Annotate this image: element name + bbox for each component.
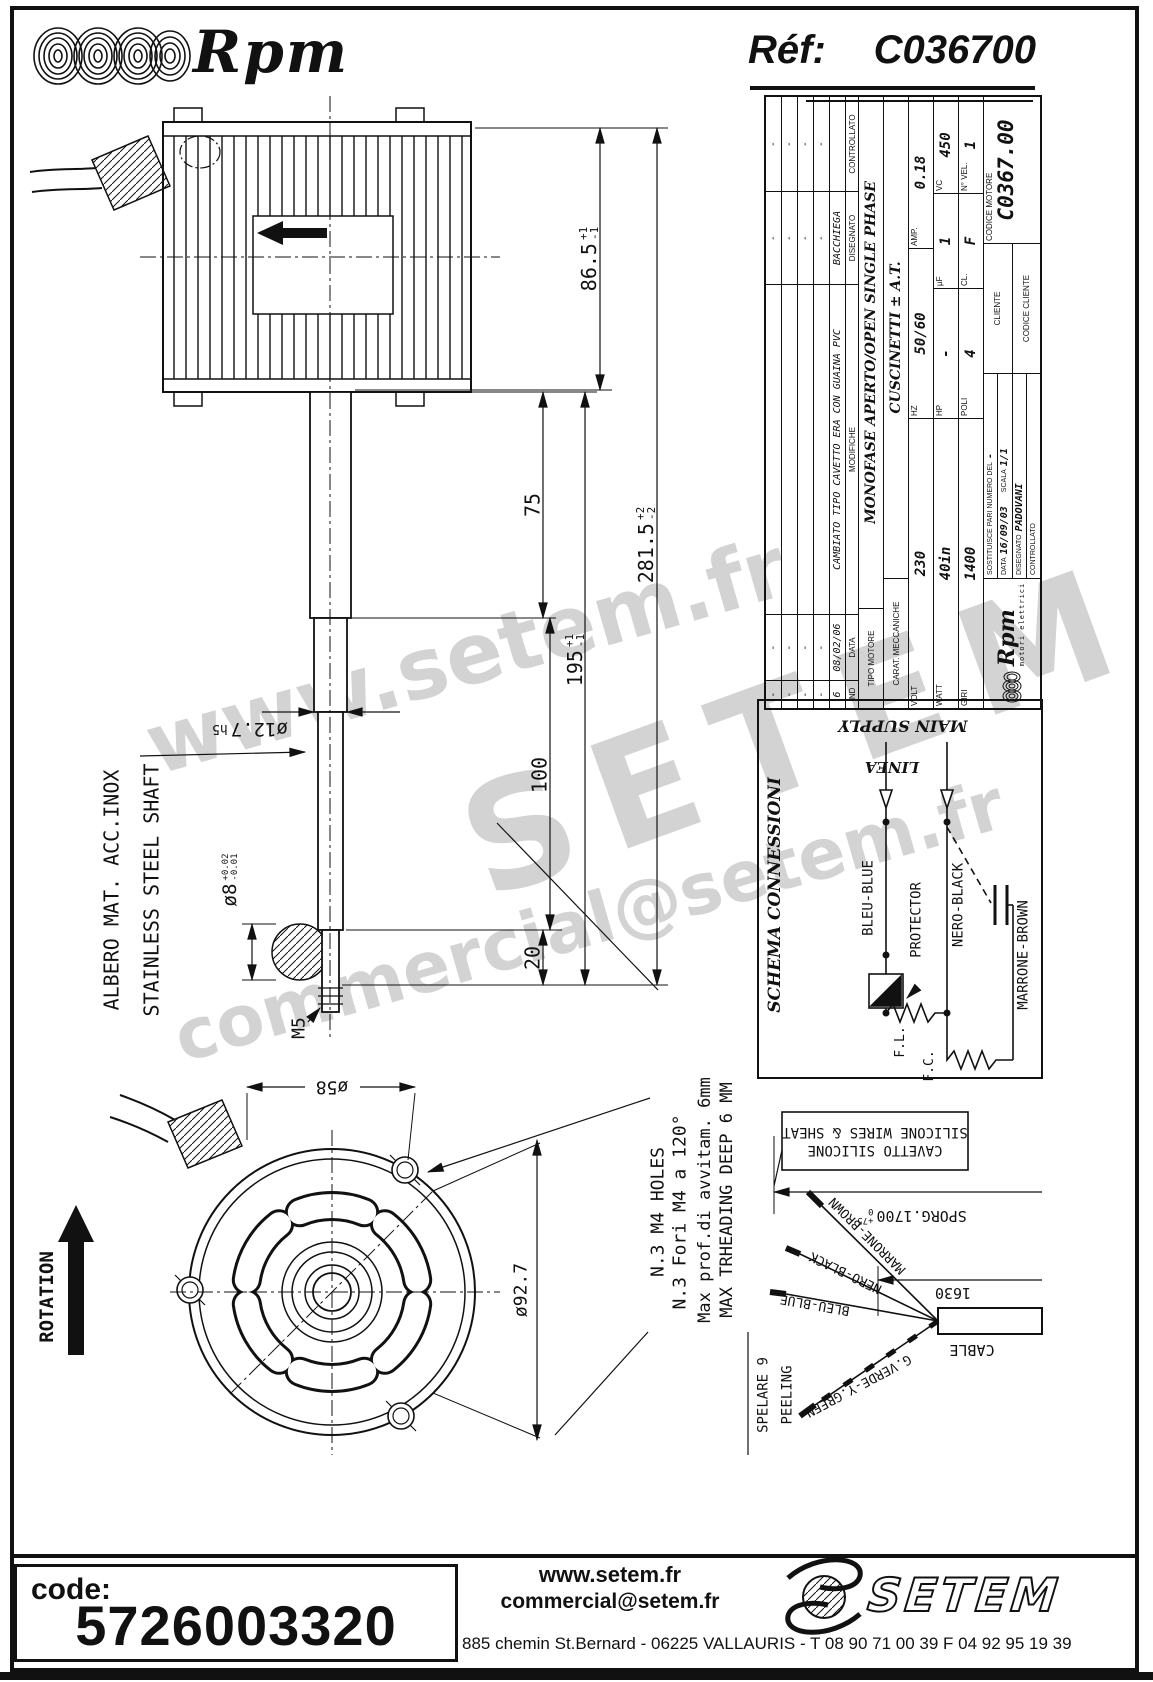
cable-peeling-label: PEELING [779,1365,796,1425]
cable-spelare-label: SPELARE 9 [755,1357,772,1433]
revision-row: - - - - [766,97,782,708]
dim-20: 20 [520,945,545,971]
cable-label: CABLE [949,1340,995,1359]
schema-main-supply: MAIN SUPPLY [838,716,968,736]
dim-58: ø58 [315,1076,349,1098]
title-block-cliente: CLIENTE CODICE CLIENTE [984,243,1040,373]
shaft-material-label-it: ALBERO MAT. ACC.INOX [99,769,124,1011]
revision-header-row: IND DATA MODIFICHE DISEGNATO CONTROLLATO [846,97,859,708]
dim-75: 75 [520,492,545,518]
note-thread-depth-en: MAX TRHEADING DEEP 6 MM [717,1082,738,1318]
dim-86-5: 86.5 +1-1 [576,226,602,292]
dim-195: 195 +1-1 [562,633,588,687]
setem-logo-icon [785,1557,863,1635]
note-thread-depth-it: Max prof.di avvitam. 6mm [695,1077,716,1323]
dim-12-7: ø12.7 h5 [212,717,288,740]
title-block: - - - - - - - - - - - - - - [764,95,1042,710]
schema-fl-label: F.L. [893,1026,909,1058]
schema-title: SCHEMA CONNESSIONI [765,777,786,1013]
rpm-coils-icon [33,27,191,85]
m4-holes [174,1154,421,1432]
ref-label: Réf: [748,28,826,72]
cable-dim-1630: 1630 [934,1283,972,1302]
motor-type-row: TIPO MOTORE MONOFASE APERTO/OPEN SINGLE … [859,97,884,708]
shaft-material-label-en: STAINLESS STEEL SHAFT [139,763,164,1017]
code-label: code: [31,1573,112,1606]
title-block-bottom: Rpm motori elettrici SOSTITUISCE PARI NU… [984,97,1040,708]
schema-fc-label: F.C. [922,1050,938,1082]
revision-row: - - - - [814,97,830,708]
revision-row: - - - - [798,97,814,708]
rpm-brand-text: Rpm [193,18,350,86]
dim-100: 100 [527,756,552,794]
rpm-coils-small-icon [1002,671,1022,703]
schema-linea: LINEA [864,757,920,776]
rotation-label: ROTATION [36,1251,59,1343]
revision-row: 6 08/02/06 CAMBIATO TIPO CAVETTO ERA CON… [830,97,846,708]
footer-address: 885 chemin St.Bernard - 06225 VALLAURIS … [462,1634,1072,1653]
note-m4-holes-it: N.3 Fori M4 a 120° [669,1114,691,1310]
footer-website: www.setem.fr [538,1562,682,1587]
revision-row: - - - - [782,97,798,708]
title-block-codice-motore: CODICE MOTORE C0367.00 [985,119,1018,241]
mech-char-row: CARAT. MECCANICHE CUSCINETTI ± A.T. [884,97,909,708]
dim-m5: M5 [288,1017,310,1039]
schema-black-wire-label: NERO-BLACK [950,862,967,948]
dim-92-7: ø92.7 [510,1262,532,1318]
note-m4-holes-en: N.3 M4 HOLES [647,1146,669,1278]
schema-protector-label: PROTECTOR [908,882,925,958]
rotation-arrow-icon [58,1205,94,1355]
ref-value: C036700 [873,28,1036,72]
schema-blue-wire-label: BLEU-BLUE [860,860,877,936]
rpm-small-logo: Rpm motori elettrici [984,578,1040,708]
dim-8: ø8 +0.02-0.01 [219,853,242,907]
reference-number: Réf: C036700 [748,28,1036,73]
footer-email: commercial@setem.fr [500,1590,720,1613]
setem-brand-text: SETEM [864,1567,1065,1623]
dim-281-5: 281.5 +2-2 [633,506,659,584]
direction-arrow-icon [257,221,327,245]
schema-brown-wire-label: MARRONE-BROWN [1015,900,1032,1010]
code-value: 5726003320 [75,1594,397,1657]
code-box: code: 5726003320 [14,1564,458,1662]
